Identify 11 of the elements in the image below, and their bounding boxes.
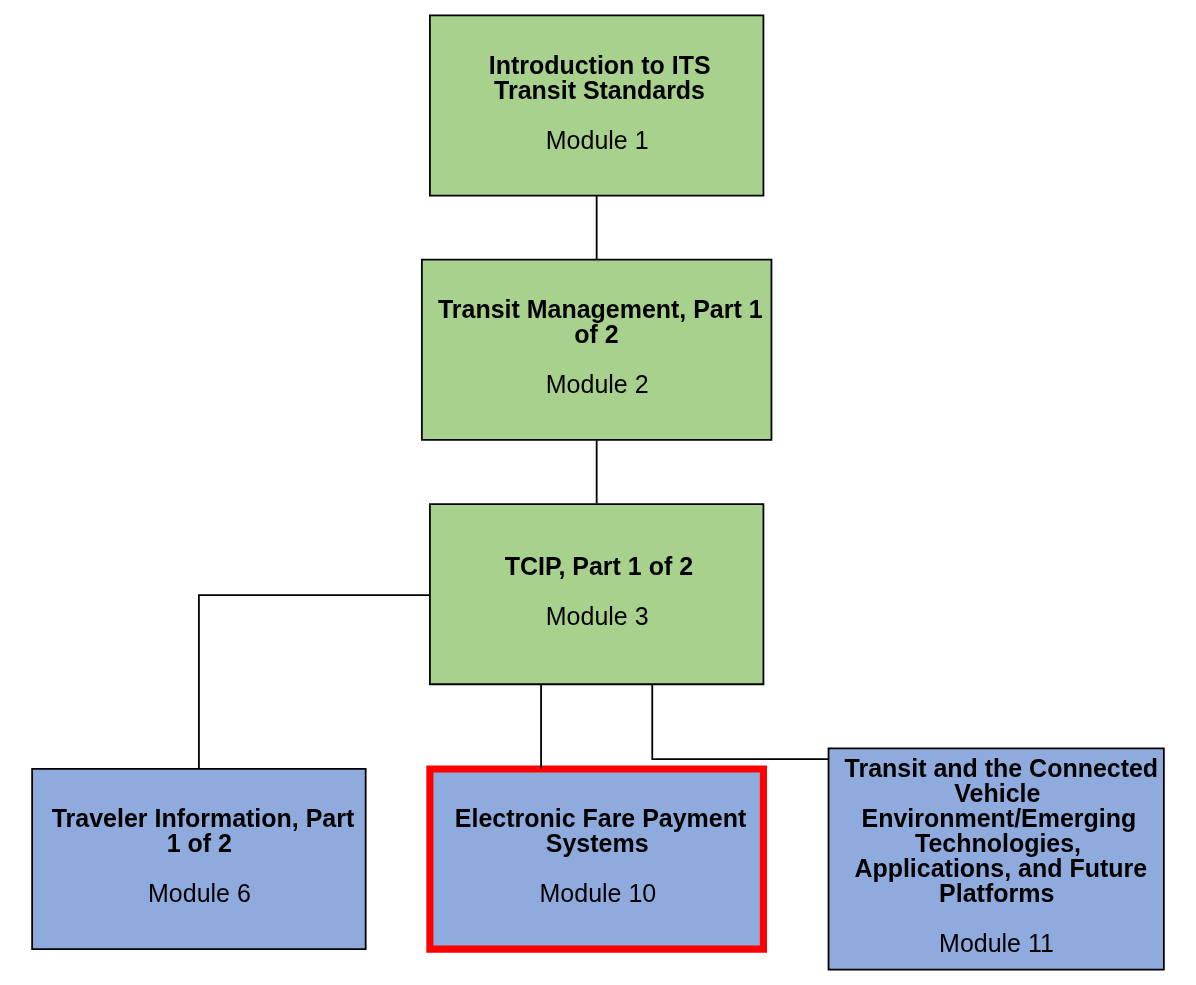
node-box: Transit Management, Part 1 of 2 Module 2 xyxy=(420,258,773,441)
connector xyxy=(198,594,431,770)
connector xyxy=(540,683,542,770)
node-box: Traveler Information, Part 1 of 2 Module 6 xyxy=(31,768,367,950)
node-box: Introduction to ITS Transit Standards Module 1 xyxy=(429,14,765,197)
connector xyxy=(595,194,598,260)
connector xyxy=(595,439,598,505)
node-box: TCIP, Part 1 of 2 Module 3 xyxy=(429,503,765,686)
node-box: Electronic Fare Payment Systems Module 10 xyxy=(426,765,767,953)
connector xyxy=(651,683,830,761)
node-box: Transit and the Connected Vehicle Environment/Emerging Technologies, Applications, and Future Platforms Module 11 xyxy=(827,747,1165,971)
